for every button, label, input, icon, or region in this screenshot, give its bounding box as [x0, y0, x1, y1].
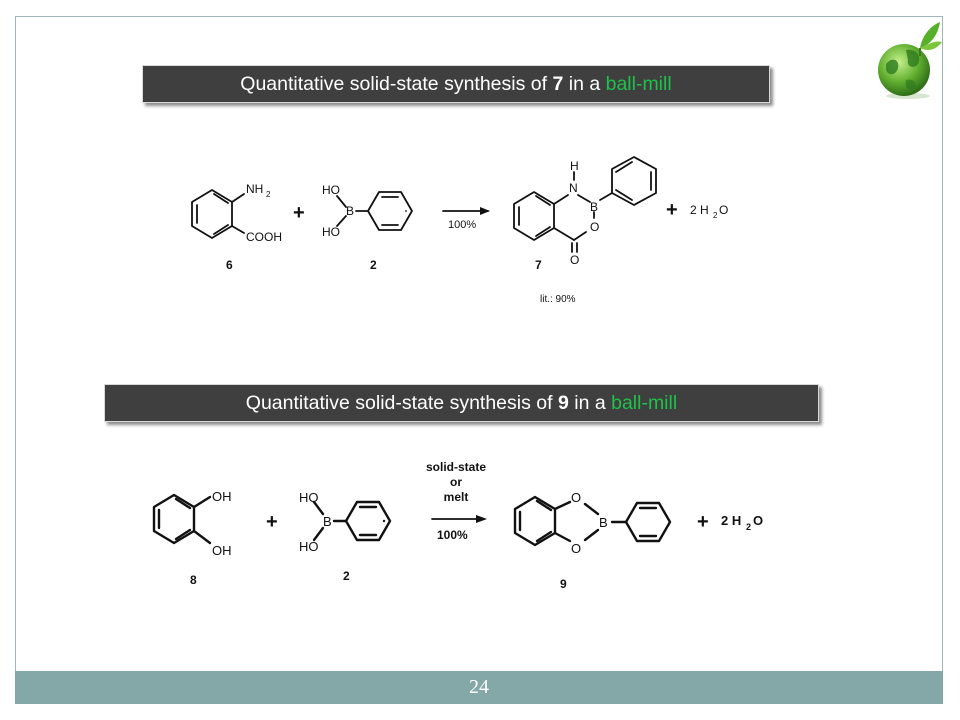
byproduct-water-subscript: 2	[713, 211, 718, 220]
page-number: 24	[469, 676, 489, 698]
reaction2-title-bar: Quantitative solid-state synthesis of 9 …	[104, 384, 819, 422]
reaction2-title-middle: in a	[568, 392, 612, 414]
product-9-o-top: O	[571, 490, 581, 505]
reaction-arrow	[442, 207, 490, 215]
reactant-8-structure	[152, 493, 212, 545]
reactant-2-structure	[312, 500, 392, 542]
footer-band: 24	[15, 671, 943, 704]
compound-label-2: 2	[370, 258, 377, 272]
reactant-2-ho-bottom: HO	[322, 225, 340, 239]
reactant-8-oh-bottom: OH	[212, 543, 232, 558]
compound-label-2: 2	[343, 569, 350, 583]
product-7-carbonyl-o: O	[570, 253, 579, 267]
product-7-ring-o: O	[590, 220, 599, 234]
arrow-yield-text: 100%	[437, 528, 468, 542]
arrow-yield-text: 100%	[448, 219, 476, 231]
globe-with-leaves-icon	[878, 22, 942, 99]
compound-label-7: 7	[535, 258, 542, 272]
reaction1-title-prefix: Quantitative solid-state synthesis of	[240, 73, 553, 95]
compound-label-6: 6	[226, 258, 233, 272]
compound-label-9: 9	[560, 577, 567, 591]
reactant-8-oh-top: OH	[212, 489, 232, 504]
reactant-6-nh2: NH	[246, 182, 263, 196]
reaction1-title-compound: 7	[552, 73, 564, 95]
product-7-b: B	[590, 200, 598, 214]
product-7-structure	[513, 156, 657, 253]
byproduct-water-coef: 2 H	[721, 513, 741, 528]
plus-sign: +	[666, 199, 678, 221]
reaction2-title-prefix: Quantitative solid-state synthesis of	[245, 392, 558, 414]
slide-frame	[15, 16, 943, 704]
condition-line-1: solid-state	[426, 460, 486, 474]
reactant-2-ho-bottom: HO	[299, 539, 319, 554]
reaction2-title-highlight: ball-mill	[611, 392, 678, 414]
product-9-structure	[513, 495, 672, 547]
reaction1-title-bar: Quantitative solid-state synthesis of 7 …	[142, 65, 770, 103]
literature-yield-note: lit.: 90%	[540, 294, 576, 305]
product-9-b: B	[599, 515, 608, 530]
byproduct-water-o: O	[719, 203, 728, 217]
condition-line-3: melt	[444, 490, 469, 504]
reaction2-title-compound: 9	[557, 392, 569, 414]
plus-sign: +	[293, 202, 305, 224]
byproduct-water-o: O	[753, 513, 763, 528]
reactant-6-nh2-subscript: 2	[266, 190, 271, 199]
product-7-h: H	[570, 159, 579, 173]
compound-label-8: 8	[190, 573, 197, 587]
reaction1-title-highlight: ball-mill	[605, 73, 672, 95]
reactant-2-boron: B	[323, 514, 332, 529]
reactant-2-ho-top: HO	[322, 183, 340, 197]
reactant-2-ho-top: HO	[299, 490, 319, 505]
condition-line-2: or	[450, 475, 462, 489]
byproduct-water-subscript: 2	[746, 522, 751, 532]
product-7-n: N	[569, 181, 578, 195]
product-9-o-bottom: O	[571, 541, 581, 556]
plus-sign: +	[266, 511, 278, 533]
reaction1-title-middle: in a	[563, 73, 606, 95]
reactant-2-boron: B	[346, 204, 354, 218]
byproduct-water-coef: 2 H	[690, 203, 709, 217]
reactant-6-cooh: COOH	[246, 230, 282, 244]
reactant-2-structure	[336, 191, 413, 231]
reaction-arrow	[431, 515, 487, 523]
plus-sign: +	[697, 511, 709, 533]
reactant-6-structure	[191, 189, 245, 239]
